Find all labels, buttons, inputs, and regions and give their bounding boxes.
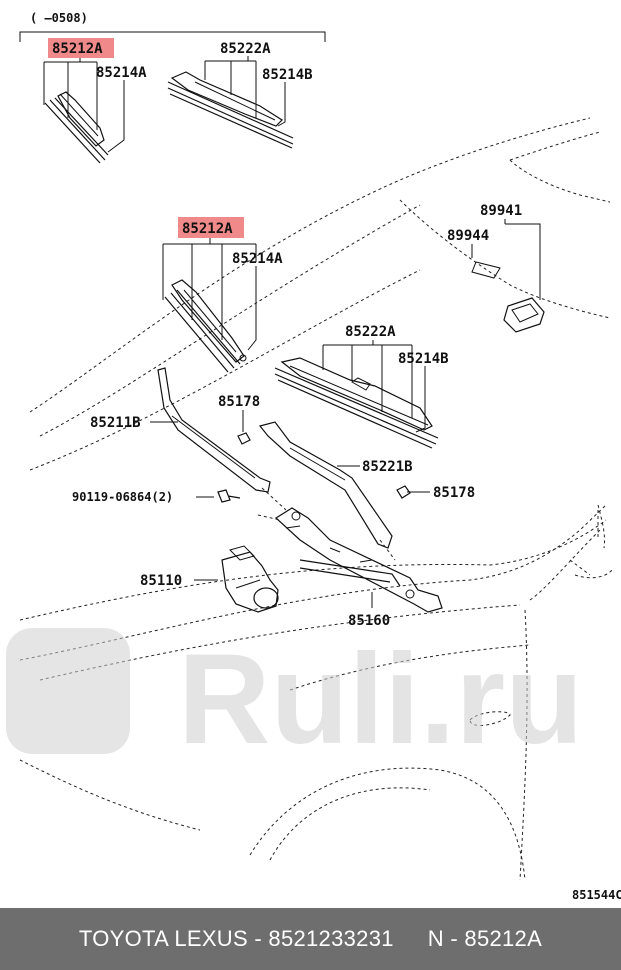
label-top-rubber-left[interactable]: 85214A (96, 65, 147, 81)
leader-top-blade-right (204, 56, 257, 118)
leader-main-blade-left (162, 238, 257, 340)
nut-left-drawing (237, 432, 251, 445)
footer-bar: TOYOTA LEXUS - 8521233231 N - 85212A (0, 908, 621, 970)
motor-drawing (221, 545, 279, 613)
watermark-logo: Ruli.ru (6, 628, 583, 771)
footer-reference: N - 85212A (427, 926, 543, 951)
label-nut-left[interactable]: 85178 (218, 394, 260, 410)
label-top-blade-left[interactable]: 85212A (52, 41, 103, 57)
label-clip-b[interactable]: 89944 (447, 228, 489, 244)
main-left-blade-drawing (164, 279, 247, 373)
label-top-blade-right[interactable]: 85222A (220, 41, 271, 57)
car-body-outline (19, 117, 613, 881)
label-main-blade-left[interactable]: 85212A (182, 221, 233, 237)
arm-right-drawing (258, 421, 393, 549)
top-right-blade-drawing (167, 71, 294, 149)
label-clip-a[interactable]: 89941 (480, 203, 522, 219)
label-motor[interactable]: 85110 (140, 573, 182, 589)
leader-top-rubber-right (277, 82, 286, 127)
label-top-rubber-right[interactable]: 85214B (262, 67, 313, 83)
linkage-drawing (257, 487, 443, 613)
clip-a-drawing (503, 297, 545, 333)
label-main-rubber-left[interactable]: 85214A (232, 251, 283, 267)
highlight-top-blade-left (48, 38, 114, 58)
arm-left-drawing (157, 367, 271, 493)
leader-main-blade-right (322, 340, 413, 418)
label-linkage[interactable]: 85160 (348, 613, 390, 629)
date-range-bracket (19, 31, 326, 42)
label-bolt[interactable]: 90119-06864(2) (72, 490, 173, 504)
watermark-text: Ruli.ru (178, 628, 583, 771)
bolt-drawing (217, 489, 241, 503)
label-nut-right[interactable]: 85178 (433, 485, 475, 501)
leader-top-rubber-left (107, 80, 125, 153)
leader-top-blade-left (43, 58, 98, 130)
highlight-main-blade-left (178, 217, 244, 238)
watermark-logo-badge (6, 628, 130, 754)
leader-main-rubber-left (247, 266, 257, 351)
figure-code: 851544C (572, 888, 621, 902)
label-arm-left[interactable]: 85211B (90, 415, 141, 431)
leader-main-rubber-right (415, 366, 426, 433)
date-range-note: ( –0508) (30, 11, 88, 25)
top-left-blade-drawing (44, 91, 109, 164)
label-main-rubber-right[interactable]: 85214B (398, 351, 449, 367)
label-arm-right[interactable]: 85221B (362, 459, 413, 475)
nut-right-drawing (396, 485, 411, 499)
parts-diagram: ( –0508) 85212A 85214A 85222A 85214B (6, 11, 621, 902)
leader-clip-a (504, 219, 541, 300)
label-main-blade-right[interactable]: 85222A (345, 324, 396, 340)
footer-part-number: TOYOTA LEXUS - 8521233231 (78, 926, 394, 951)
clip-b-drawing (471, 261, 501, 279)
main-right-blade-drawing (274, 357, 439, 449)
